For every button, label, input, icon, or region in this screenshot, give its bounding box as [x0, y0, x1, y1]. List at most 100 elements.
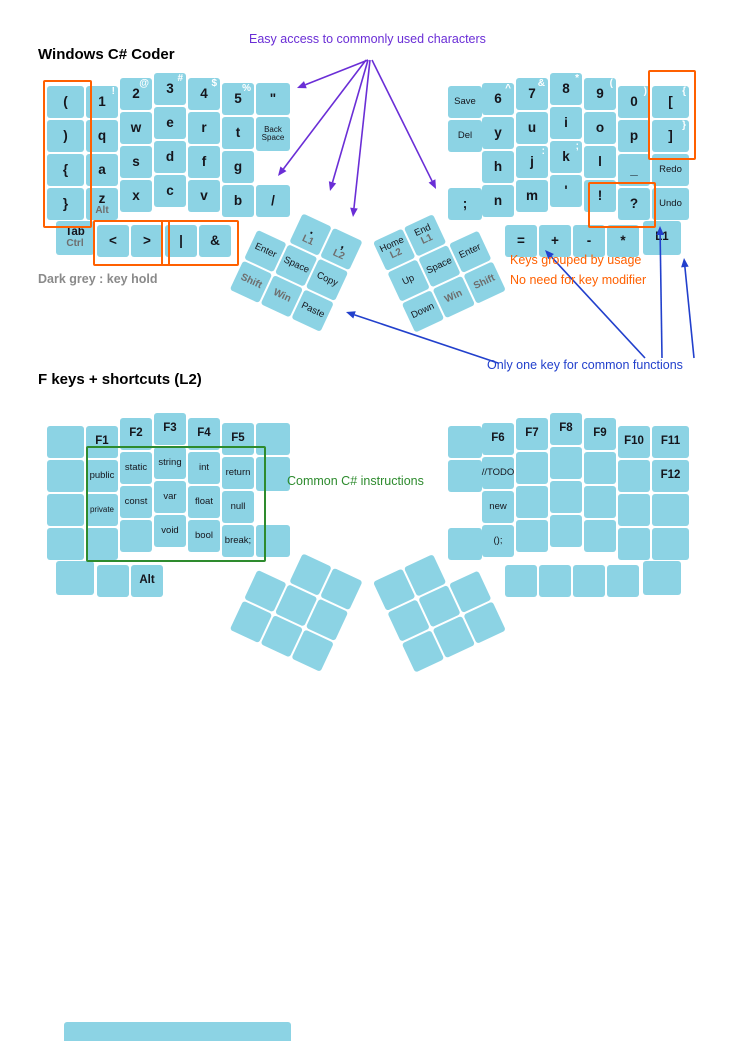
key-blank [618, 460, 650, 492]
key-F2: F2 [120, 418, 152, 450]
key-y: y [482, 117, 514, 149]
key-hold-legend: Dark grey : key hold [38, 272, 158, 286]
key-F10: F10 [618, 426, 650, 458]
key-string: string [154, 447, 186, 479]
key-}: } [47, 188, 84, 220]
key-9: (9 [584, 78, 616, 110]
key-F4: F4 [188, 418, 220, 450]
key-<: < [97, 225, 129, 257]
key-int: int [188, 452, 220, 484]
key-blank [643, 561, 681, 595]
orange-group-box [43, 80, 92, 228]
key-c: c [154, 175, 186, 207]
key-;: ; [448, 188, 482, 220]
key-+: + [539, 225, 571, 257]
key-bool: bool [188, 520, 220, 552]
key-x: x [120, 180, 152, 212]
key-blank [256, 525, 290, 557]
key-p: p [618, 120, 650, 152]
key-blank [97, 565, 129, 597]
key-blank [448, 528, 482, 560]
key-f: f [188, 146, 220, 178]
key-8: *8 [550, 73, 582, 105]
key-F12: F12 [652, 460, 689, 492]
orange-group-box [588, 182, 656, 228]
key-blank [256, 457, 290, 491]
key-blank [256, 423, 290, 455]
key-new: new [482, 491, 514, 523]
orange-group-box [648, 70, 696, 160]
layer1-title: Windows C# Coder [38, 46, 175, 63]
key-float: float [188, 486, 220, 518]
key-?: ? [618, 188, 650, 220]
key-/: / [256, 185, 290, 217]
key-break;: break; [222, 525, 254, 557]
next-section-partial-row [64, 1022, 291, 1041]
key-F1: F1 [86, 426, 118, 458]
key-blank [47, 494, 84, 526]
key-t: t [222, 117, 254, 149]
key-_: _ [618, 154, 650, 186]
key-blank [618, 528, 650, 560]
key-&: & [199, 225, 231, 257]
key-2: @2 [120, 78, 152, 110]
key-Del: Del [448, 120, 482, 152]
key-v: v [188, 180, 220, 212]
key-Save: Save [448, 86, 482, 118]
key-blank [607, 565, 639, 597]
key-j: :j [516, 146, 548, 178]
key-public: public [86, 460, 118, 492]
key-blank [652, 494, 689, 526]
key-blank [550, 481, 582, 513]
key-u: u [516, 112, 548, 144]
key-]: }] [652, 120, 689, 152]
key-//TODO: //TODO [482, 457, 514, 489]
key-blank [550, 447, 582, 479]
csharp-instructions-annotation: Common C# instructions [287, 474, 424, 488]
key-l: l [584, 146, 616, 178]
key-blank [516, 452, 548, 484]
key-var: var [154, 481, 186, 513]
key-7: &7 [516, 78, 548, 110]
green-group-box [86, 446, 266, 562]
key-h: h [482, 151, 514, 183]
key-blank [86, 528, 118, 560]
key-5: %5 [222, 83, 254, 115]
key-i: i [550, 107, 582, 139]
key-blank [448, 426, 482, 458]
key-blank [47, 528, 84, 560]
easy-access-annotation: Easy access to commonly used characters [249, 32, 486, 46]
key-blank [56, 561, 94, 595]
key-o: o [584, 112, 616, 144]
key-blank [47, 460, 84, 492]
key-3: #3 [154, 73, 186, 105]
key-F5: F5 [222, 423, 254, 455]
orange-group-box [93, 220, 170, 266]
key-Back Space: Back Space [256, 117, 290, 151]
key->: > [131, 225, 163, 257]
key-s: s [120, 146, 152, 178]
key-g: g [222, 151, 254, 183]
key-k: ;k [550, 141, 582, 173]
key-blank [448, 460, 482, 492]
key-): ) [47, 120, 84, 152]
key-blank [584, 520, 616, 552]
one-key-annotation: Only one key for common functions [487, 358, 683, 372]
key-F11: F11 [652, 426, 689, 458]
key-F8: F8 [550, 413, 582, 445]
key-blank [573, 565, 605, 597]
key-blank [618, 494, 650, 526]
key-F7: F7 [516, 418, 548, 450]
key-n: n [482, 185, 514, 217]
right-thumb-cluster-l2 [373, 539, 509, 675]
key-blank [550, 515, 582, 547]
key-Alt: Alt [131, 565, 163, 597]
key-blank [584, 452, 616, 484]
key-static: static [120, 452, 152, 484]
key-blank [539, 565, 571, 597]
key-F6: F6 [482, 423, 514, 455]
key-6: ^6 [482, 83, 514, 115]
key-F9: F9 [584, 418, 616, 450]
